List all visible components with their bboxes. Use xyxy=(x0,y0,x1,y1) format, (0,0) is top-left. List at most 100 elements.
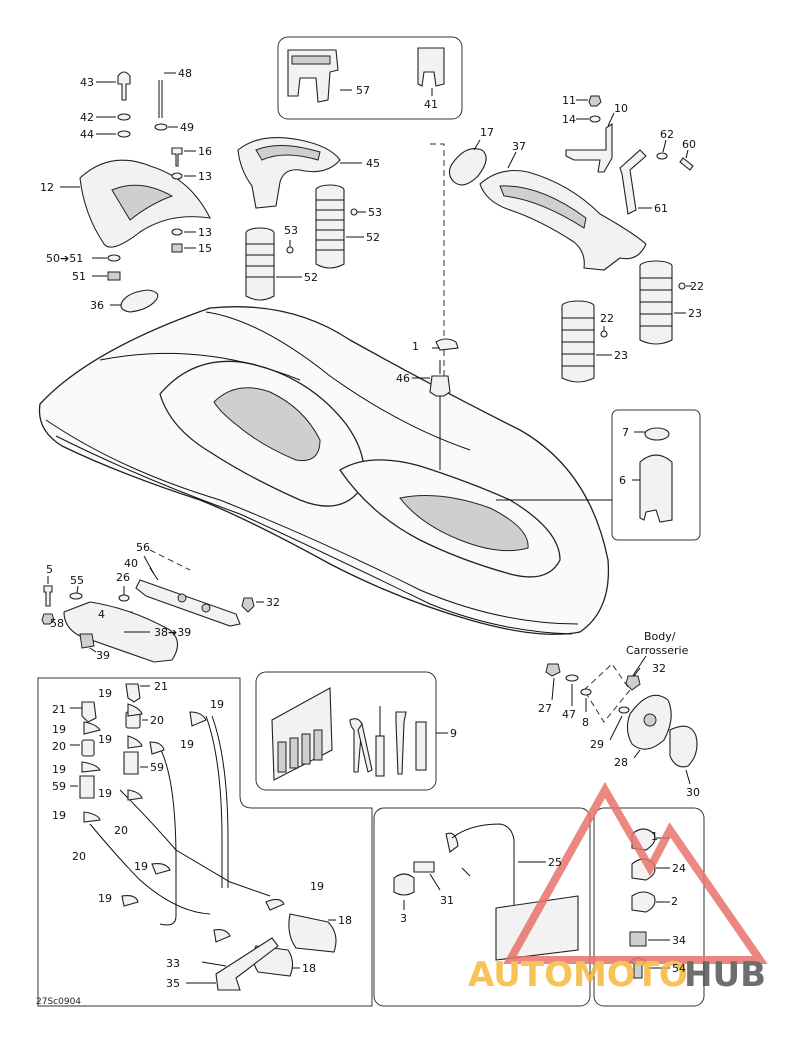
callout-label: 1 xyxy=(651,830,658,843)
callout-label: 16 xyxy=(198,145,212,158)
plug-part-39 xyxy=(79,633,95,649)
callout-label: 13 xyxy=(198,170,212,183)
callout-label: 19 xyxy=(52,763,66,776)
callout-label: 42 xyxy=(80,111,94,124)
callout-label: 4 xyxy=(98,608,105,621)
callout-label: 39 xyxy=(96,649,110,662)
cap-part-7 xyxy=(644,427,670,441)
spanner-tool xyxy=(415,721,427,771)
callout-label: 55 xyxy=(70,574,84,587)
bellows-part-23-left xyxy=(561,300,595,383)
hose-part-20-d xyxy=(119,789,271,897)
mirror-part-30 xyxy=(669,725,698,768)
callout-label: 27 xyxy=(538,702,552,715)
callout-label: 35 xyxy=(166,977,180,990)
watermark-triangle-icon xyxy=(503,781,768,964)
detail-box-right xyxy=(611,409,701,541)
tube-part-25 xyxy=(451,823,515,950)
screwdriver-tool xyxy=(375,735,385,777)
callout-label: 44 xyxy=(80,128,94,141)
bolt-part-43 xyxy=(117,71,131,101)
callout-label: 56 xyxy=(136,541,150,554)
wrench-tool xyxy=(395,711,407,775)
callout-label: 1 xyxy=(412,340,419,353)
callout-label: 14 xyxy=(562,113,576,126)
nut-part-32-right xyxy=(625,675,641,691)
hose-part-20-a xyxy=(205,715,223,888)
clamp-part-2 xyxy=(631,891,656,913)
housing-part-6 xyxy=(639,454,673,523)
callout-label: 47 xyxy=(562,708,576,721)
callout-label: 18 xyxy=(338,914,352,927)
body-label-line2: Carrosserie xyxy=(626,644,689,657)
clip-part-41 xyxy=(417,47,445,87)
nut-part-27 xyxy=(545,663,561,677)
body-label-line1: Body/ xyxy=(644,630,676,643)
callout-label: 3 xyxy=(400,912,407,925)
bolt-part-16 xyxy=(171,147,183,167)
hose-part-20-b xyxy=(159,747,177,926)
callout-label: 20 xyxy=(72,850,86,863)
callout-label: 11 xyxy=(562,94,576,107)
callout-label: 43 xyxy=(80,76,94,89)
fitting-part-46 xyxy=(429,375,451,397)
callout-label: 24 xyxy=(672,862,686,875)
callout-label: 45 xyxy=(366,157,380,170)
callout-label: 40 xyxy=(124,557,138,570)
callout-label: 53 xyxy=(284,224,298,237)
callout-label: 51 xyxy=(72,270,86,283)
mat-part-38 xyxy=(63,601,179,663)
callout-label: 26 xyxy=(116,571,130,584)
callout-label: 8 xyxy=(582,716,589,729)
callout-label: 57 xyxy=(356,84,370,97)
callout-label: 19 xyxy=(98,687,112,700)
callout-label: 13 xyxy=(198,226,212,239)
detail-box-bottom-right xyxy=(593,807,705,1007)
callout-label: 28 xyxy=(614,756,628,769)
callout-label: 22 xyxy=(690,280,704,293)
callout-label: 46 xyxy=(396,372,410,385)
callout-label: 17 xyxy=(480,126,494,139)
callout-label: 10 xyxy=(614,102,628,115)
callout-label: 61 xyxy=(654,202,668,215)
hull-body xyxy=(38,306,610,635)
callout-label: 19 xyxy=(52,809,66,822)
ring-part-36 xyxy=(120,289,159,313)
callout-label: 22 xyxy=(600,312,614,325)
nut-part-11 xyxy=(588,95,602,107)
callout-label: 19 xyxy=(98,787,112,800)
callout-label: 15 xyxy=(198,242,212,255)
callout-labels: 1 2 3 4 5 6 7 8 9 10 11 12 13 13 14 15 1… xyxy=(40,67,704,990)
detail-box-bottom-left xyxy=(37,677,373,1007)
callout-label: 31 xyxy=(440,894,454,907)
watermark-word-automoto: AUTOMOTO xyxy=(468,955,688,995)
callout-label: 62 xyxy=(660,128,674,141)
callout-label: 33 xyxy=(166,957,180,970)
callout-label: 20 xyxy=(52,740,66,753)
callout-label: 23 xyxy=(614,349,628,362)
tool-kit-box xyxy=(255,671,437,791)
callout-label: 50➔51 xyxy=(46,252,83,265)
callout-label: 20 xyxy=(114,824,128,837)
callout-label: 19 xyxy=(98,892,112,905)
clip-part-32-left xyxy=(241,597,255,613)
bracket-part-10 xyxy=(565,122,613,173)
callout-label: 58 xyxy=(50,617,64,630)
callout-label: 52 xyxy=(304,271,318,284)
callout-label: 2 xyxy=(671,895,678,908)
bellows-part-52-left xyxy=(245,227,275,301)
callout-label: 23 xyxy=(688,307,702,320)
callout-label: 19 xyxy=(98,733,112,746)
hose-part-20-c xyxy=(89,823,211,915)
callout-label: 59 xyxy=(52,780,66,793)
callout-label: 53 xyxy=(368,206,382,219)
callout-label: 32 xyxy=(652,662,666,675)
callout-label: 20 xyxy=(150,714,164,727)
cap-part-1 xyxy=(435,338,459,351)
callout-label: 59 xyxy=(150,761,164,774)
bolt-part-5 xyxy=(43,585,53,607)
callout-label: 37 xyxy=(512,140,526,153)
callout-label: 25 xyxy=(548,856,562,869)
callout-label: 60 xyxy=(682,138,696,151)
